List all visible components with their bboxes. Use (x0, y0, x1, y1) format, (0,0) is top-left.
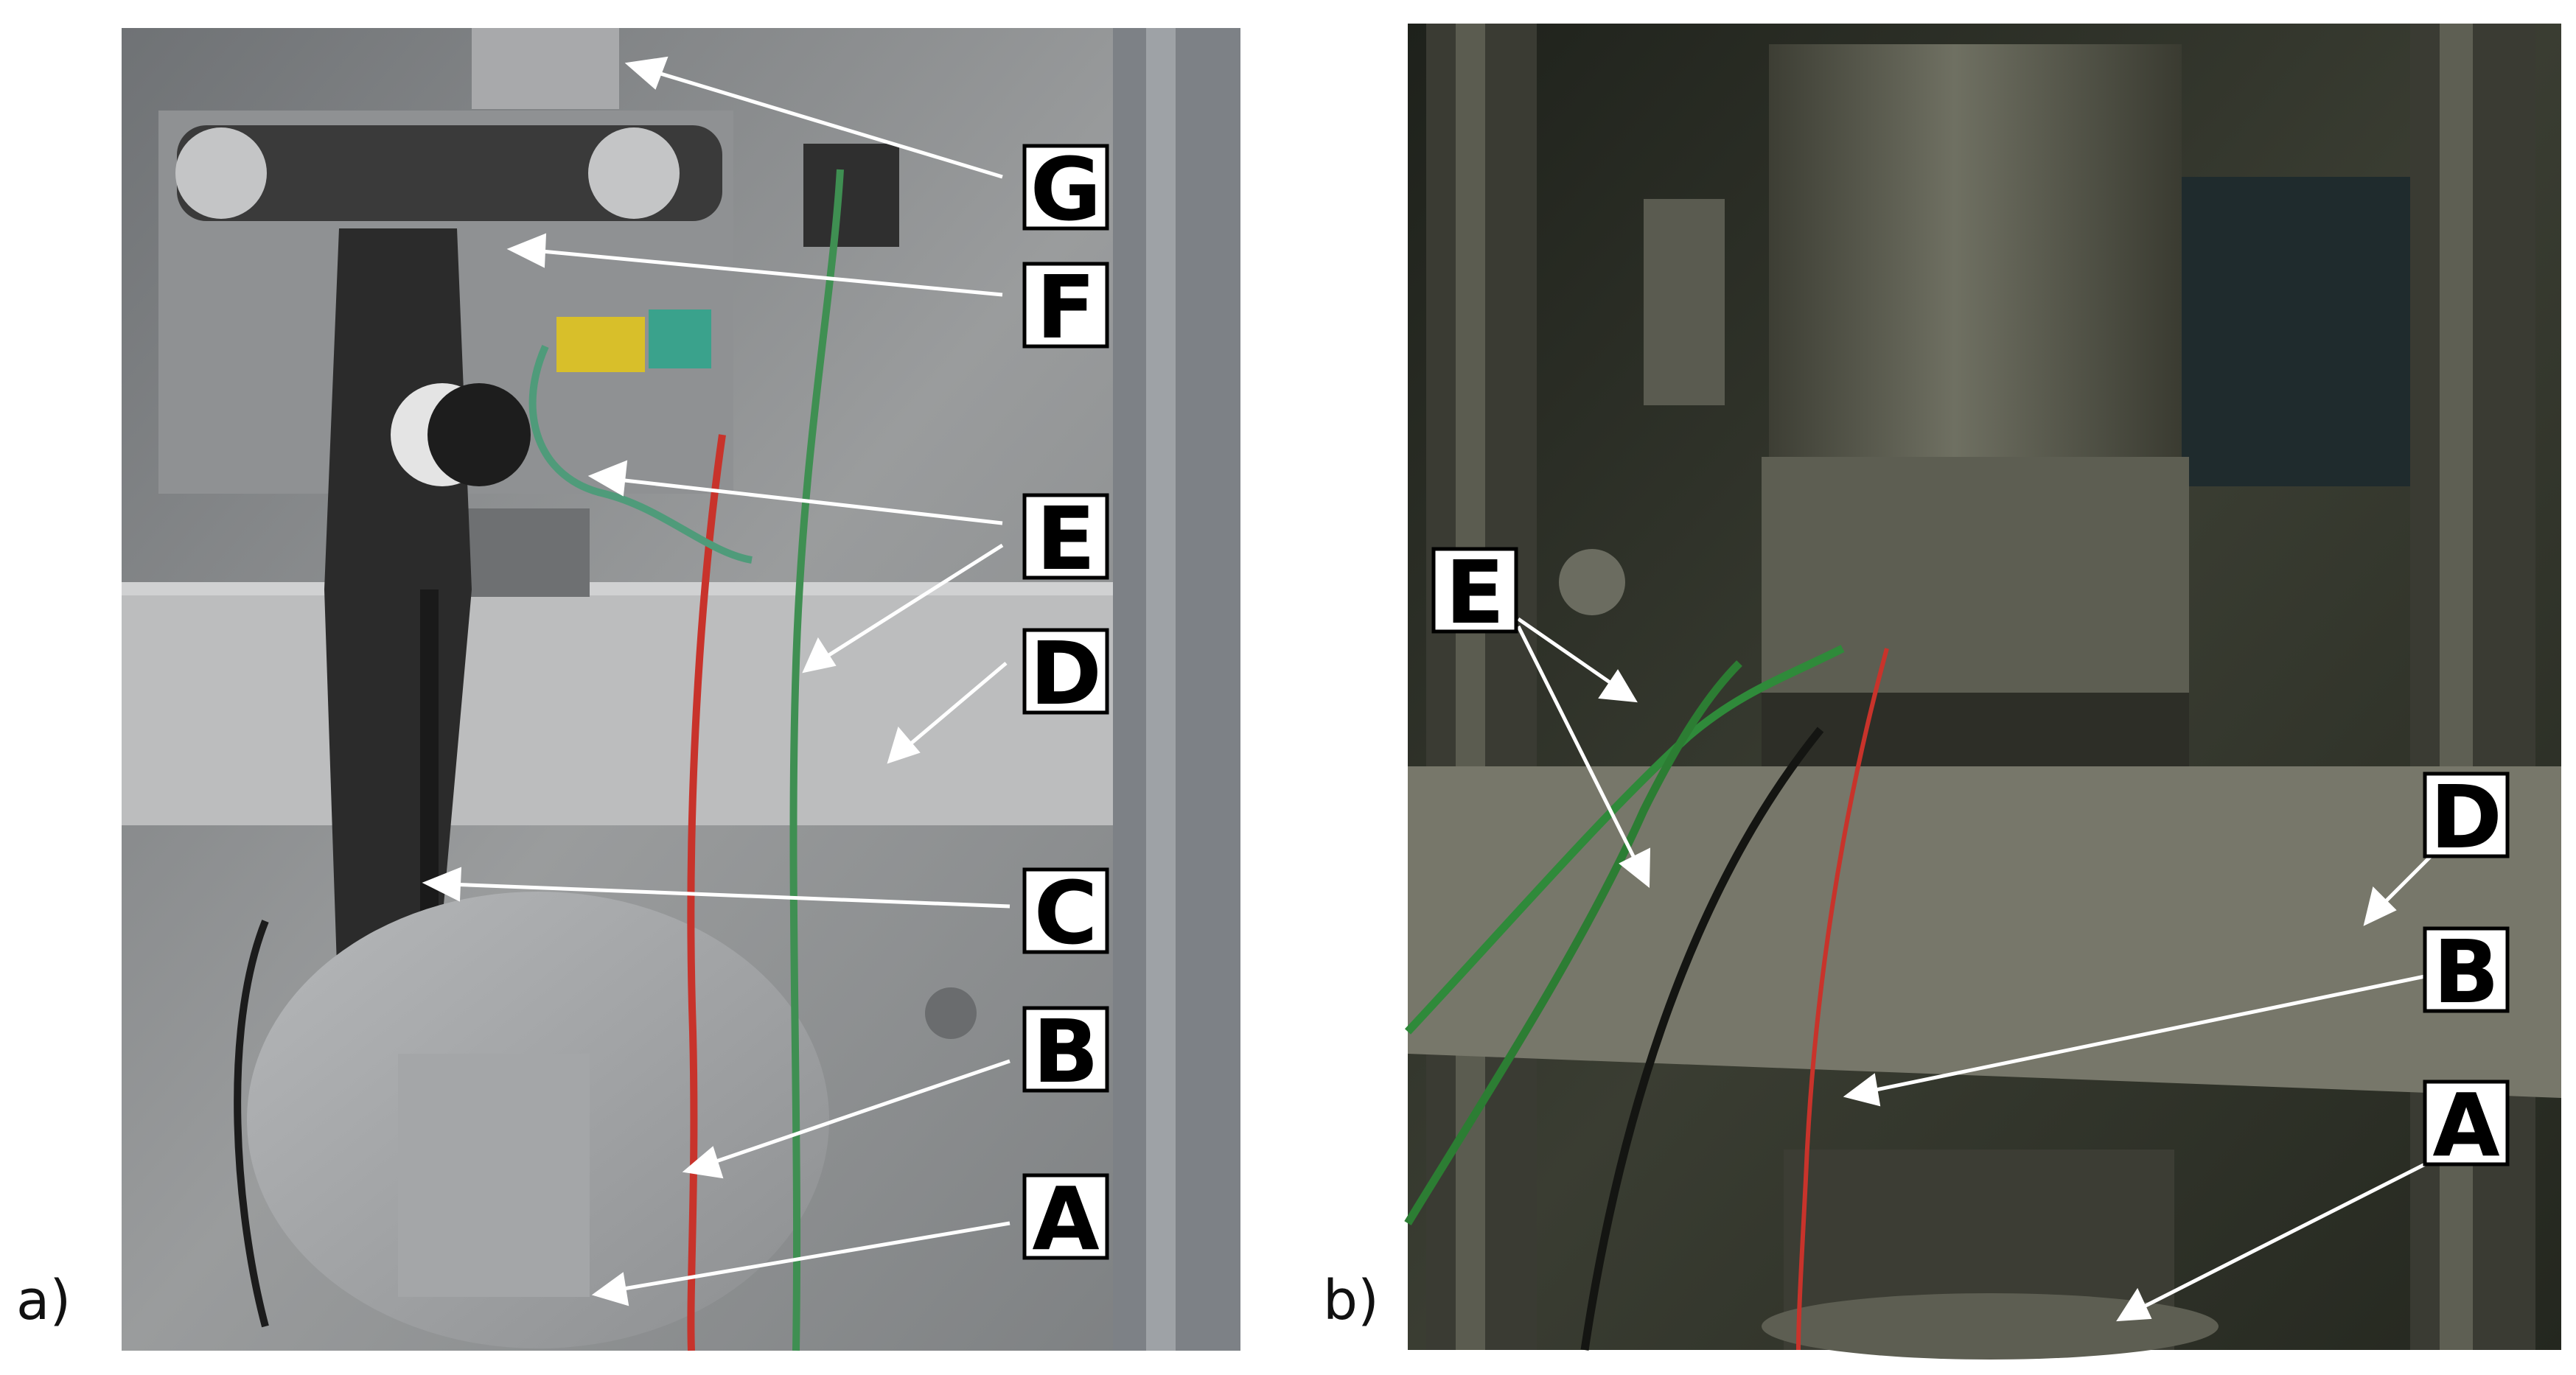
panel-a-arrows (422, 56, 1010, 1306)
panel-b-photo (1404, 24, 2561, 1360)
panel-b-wire-red (1796, 648, 1889, 1351)
callout-b-A-text: A (2432, 1074, 2499, 1176)
callout-a-G-text: G (1030, 139, 1102, 240)
panel-a-wire-red (687, 434, 726, 1351)
panel-a-photo (122, 28, 1240, 1351)
callout-b-D: D (2423, 766, 2510, 868)
callout-a-A: A (1022, 1168, 1109, 1270)
thermocouple-plug-yellow (556, 317, 645, 372)
panel-a-label: a) (16, 1269, 71, 1332)
callout-a-F: F (1022, 256, 1109, 358)
thermocouple-plug-green (649, 309, 711, 368)
panel-b-label: b) (1323, 1269, 1379, 1332)
panel-a-beam (122, 582, 1113, 825)
callout-b-A: A (2423, 1074, 2510, 1176)
callout-a-E: E (1022, 488, 1109, 589)
callout-a-B: B (1022, 1001, 1109, 1102)
callout-a-C-text: C (1034, 862, 1098, 964)
panel-b-wire-green (1404, 645, 1845, 1035)
panel-b-arrows (1516, 617, 2441, 1322)
panel-a-top-rod (472, 28, 619, 109)
callout-a-F-text: F (1036, 256, 1096, 358)
callout-a-B-text: B (1033, 1001, 1099, 1102)
panel-b-callouts: E D B A (1431, 542, 2510, 1176)
callout-b-E: E (1431, 542, 1518, 643)
callout-a-D-text: D (1030, 623, 1102, 724)
panel-b-beam (1408, 766, 2561, 1098)
callout-b-B: B (2423, 921, 2510, 1023)
callout-a-D: D (1022, 623, 1109, 724)
callout-b-B-text: B (2433, 921, 2499, 1023)
callout-a-G: G (1022, 139, 1109, 240)
callout-a-E-text: E (1036, 488, 1096, 589)
panel-a-callouts: G F E D C B A (1022, 139, 1109, 1270)
panel-a-wire-thermocouple (528, 344, 753, 564)
panel-a-crossbar (177, 125, 722, 221)
panel-a-wire-green (789, 169, 844, 1351)
callout-b-E-text: E (1445, 542, 1505, 643)
callout-b-D-text: D (2430, 766, 2502, 868)
panel-a-right-frame (1113, 28, 1240, 1351)
callout-a-C: C (1022, 862, 1109, 964)
panel-b-cylinder (1769, 44, 2182, 464)
callout-a-A-text: A (1032, 1168, 1099, 1270)
